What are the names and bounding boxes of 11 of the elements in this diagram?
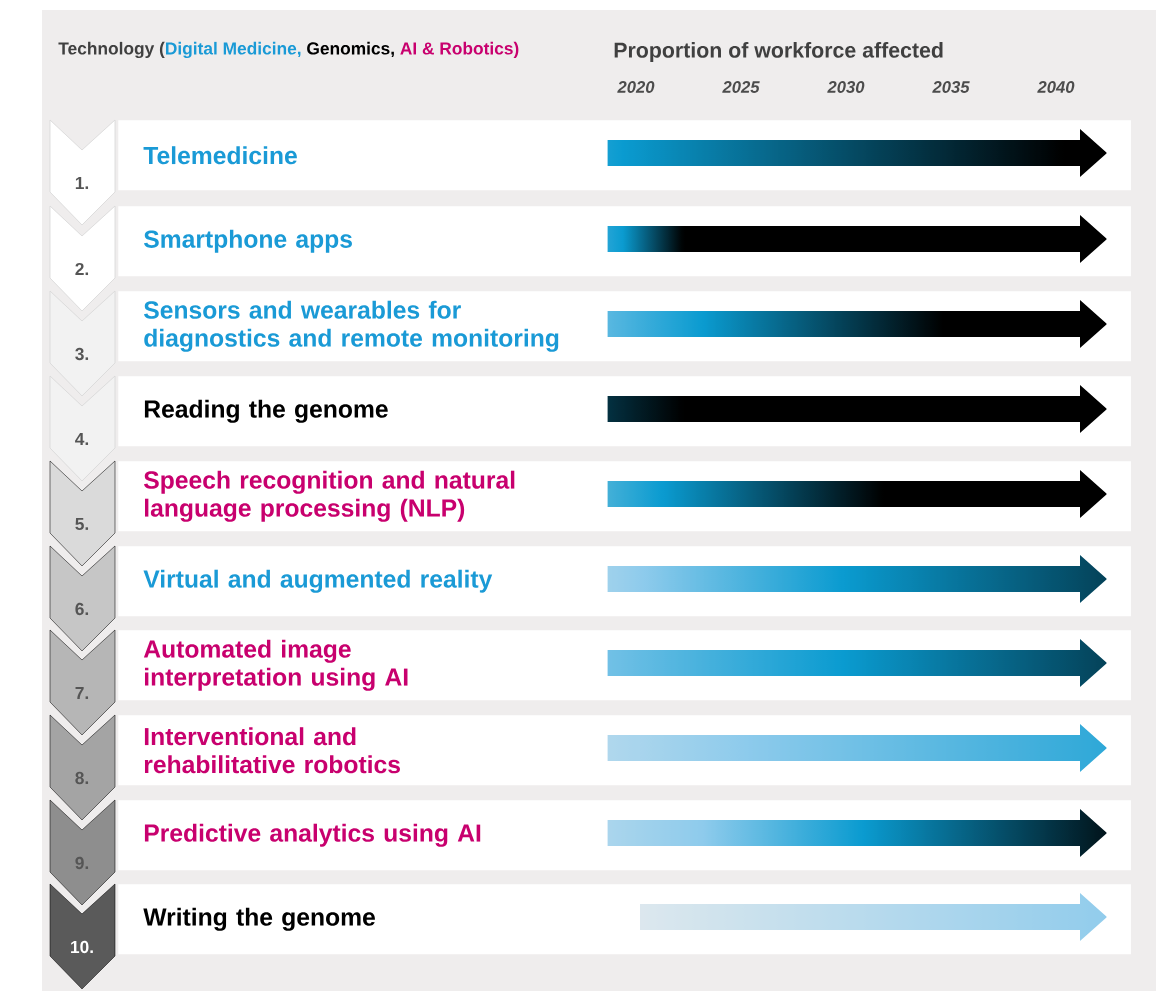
legend-label: Genomics,	[307, 41, 394, 58]
axis-title: Proportion of workforce affected	[614, 42, 943, 62]
year-label: 2040	[1037, 81, 1075, 93]
legend-label: Digital Medicine,	[165, 41, 301, 59]
label: Technology (	[58, 41, 165, 59]
year-label: 2030	[827, 81, 865, 93]
legend-label: AI & Robotics)	[400, 41, 519, 59]
year-label: 2020	[617, 81, 655, 93]
year-label: 2035	[932, 81, 970, 93]
legend-heading: Technology (Digital Medicine, Genomics, AI & Robotics)	[58, 41, 519, 59]
year-label: 2025	[722, 81, 760, 93]
